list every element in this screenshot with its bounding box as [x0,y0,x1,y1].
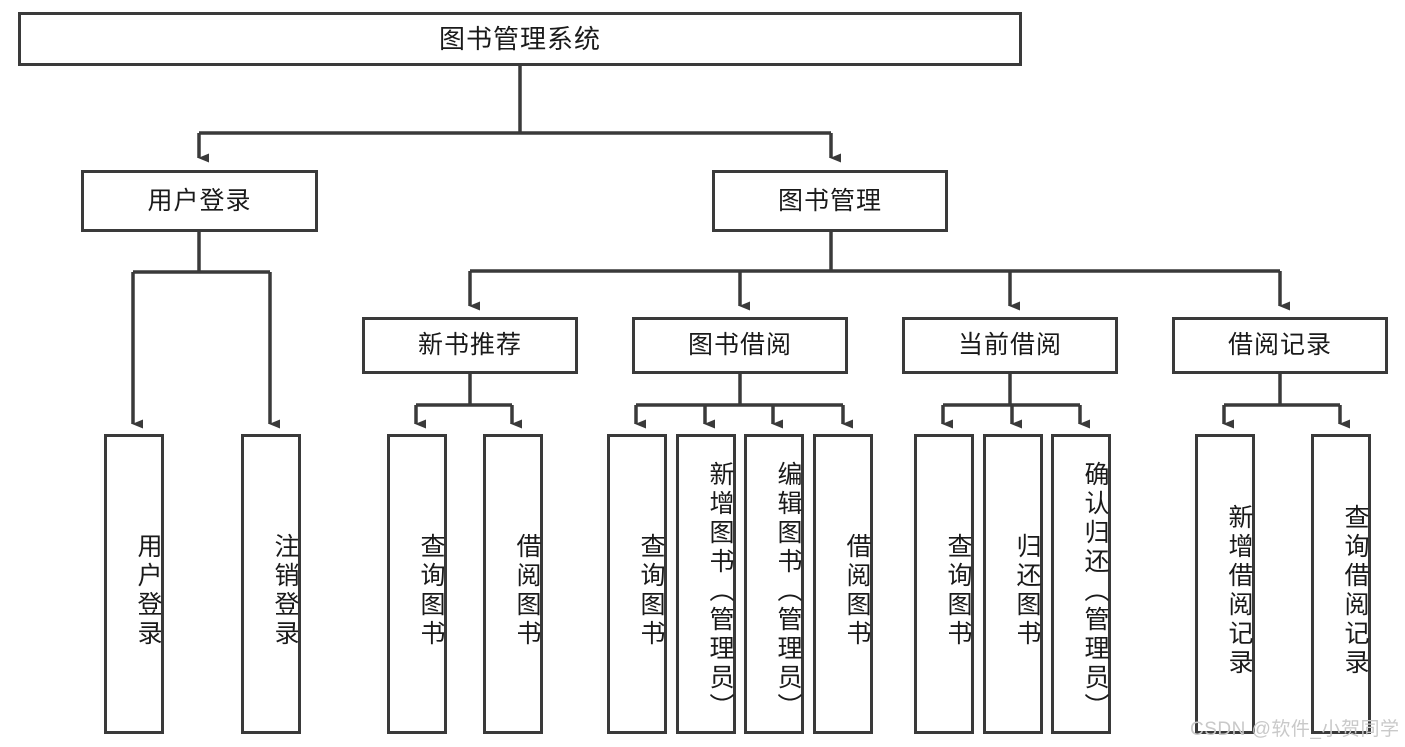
csdn-watermark: CSDN @软件_小贺同学 [1190,719,1400,740]
node-new-book-recommend[interactable]: 新书推荐 [362,317,578,374]
leaf-edit-book[interactable]: 编辑图书（管理员） [744,434,804,734]
leaf-query-record-label: 查询借阅记录 [1341,504,1369,678]
leaf-confirm-return-label: 确认归还（管理员） [1081,460,1109,722]
node-user-login-label: 用户登录 [147,186,252,215]
node-user-login[interactable]: 用户登录 [81,170,318,232]
leaf-query-book-3-label: 查询图书 [944,533,972,649]
leaf-edit-book-label: 编辑图书（管理员） [774,460,802,722]
leaf-logout[interactable]: 注销登录 [241,434,301,734]
leaf-return-book-label: 归还图书 [1013,533,1041,649]
node-root[interactable]: 图书管理系统 [18,12,1022,66]
node-current-borrow[interactable]: 当前借阅 [902,317,1118,374]
leaf-query-record[interactable]: 查询借阅记录 [1311,434,1371,734]
node-book-borrow-label: 图书借阅 [687,331,792,359]
leaf-borrow-book-1[interactable]: 借阅图书 [483,434,543,734]
leaf-query-book-1-label: 查询图书 [417,533,445,649]
leaf-query-book-2-label: 查询图书 [637,533,665,649]
leaf-add-book[interactable]: 新增图书（管理员） [676,434,736,734]
leaf-add-record[interactable]: 新增借阅记录 [1195,434,1255,734]
node-book-borrow[interactable]: 图书借阅 [632,317,848,374]
leaf-logout-label: 注销登录 [271,533,299,649]
leaf-user-login[interactable]: 用户登录 [104,434,164,734]
node-book-management-label: 图书管理 [777,186,882,215]
node-book-management[interactable]: 图书管理 [712,170,948,232]
node-current-borrow-label: 当前借阅 [957,331,1062,359]
leaf-borrow-book-2-label: 借阅图书 [843,533,871,649]
node-borrow-record[interactable]: 借阅记录 [1172,317,1388,374]
node-borrow-record-label: 借阅记录 [1227,331,1332,359]
leaf-user-login-label: 用户登录 [134,533,162,649]
leaf-borrow-book-1-label: 借阅图书 [513,533,541,649]
leaf-query-book-2[interactable]: 查询图书 [607,434,667,734]
node-new-book-recommend-label: 新书推荐 [417,331,522,359]
node-root-label: 图书管理系统 [438,23,601,54]
leaf-query-book-1[interactable]: 查询图书 [387,434,447,734]
leaf-borrow-book-2[interactable]: 借阅图书 [813,434,873,734]
leaf-query-book-3[interactable]: 查询图书 [914,434,974,734]
leaf-confirm-return[interactable]: 确认归还（管理员） [1051,434,1111,734]
leaf-add-record-label: 新增借阅记录 [1225,504,1253,678]
leaf-add-book-label: 新增图书（管理员） [706,460,734,722]
leaf-return-book[interactable]: 归还图书 [983,434,1043,734]
